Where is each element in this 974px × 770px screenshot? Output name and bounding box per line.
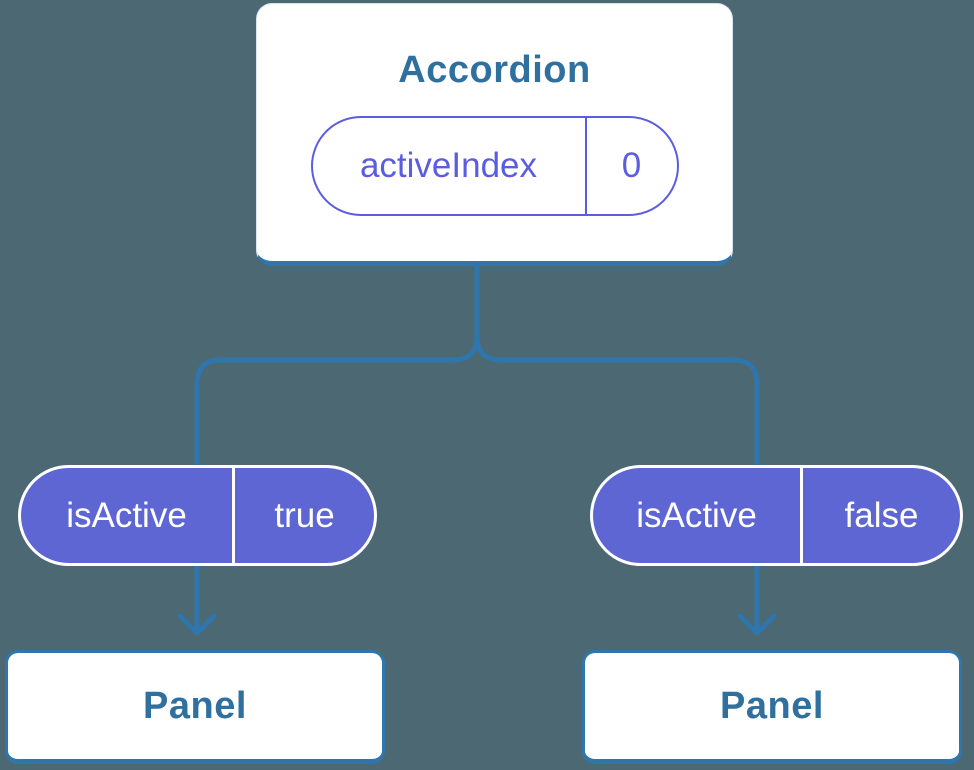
state-pill-activeindex: activeIndex 0	[310, 116, 679, 216]
panel-node-right: Panel	[582, 650, 962, 764]
connector-left-branch-line	[194, 261, 480, 632]
prop-pill-label: isActive	[593, 468, 803, 563]
panel-node-left: Panel	[5, 650, 385, 764]
connector-right-branch-line	[474, 333, 760, 632]
accordion-component-node: Accordion activeIndex 0	[256, 3, 733, 266]
prop-pill-value: true	[274, 495, 335, 535]
prop-pill-isactive-false: isActive false	[590, 465, 963, 566]
arrow-down-icon	[177, 613, 217, 636]
state-pill-label: activeIndex	[313, 118, 587, 214]
prop-pill-value: false	[844, 495, 919, 535]
panel-node-title: Panel	[720, 684, 824, 727]
prop-pill-isactive-true: isActive true	[18, 465, 377, 566]
arrow-down-icon	[737, 613, 777, 636]
accordion-node-title: Accordion	[398, 49, 591, 91]
state-pill-value: 0	[621, 146, 642, 185]
panel-node-title: Panel	[143, 684, 247, 727]
prop-pill-label: isActive	[21, 468, 235, 563]
